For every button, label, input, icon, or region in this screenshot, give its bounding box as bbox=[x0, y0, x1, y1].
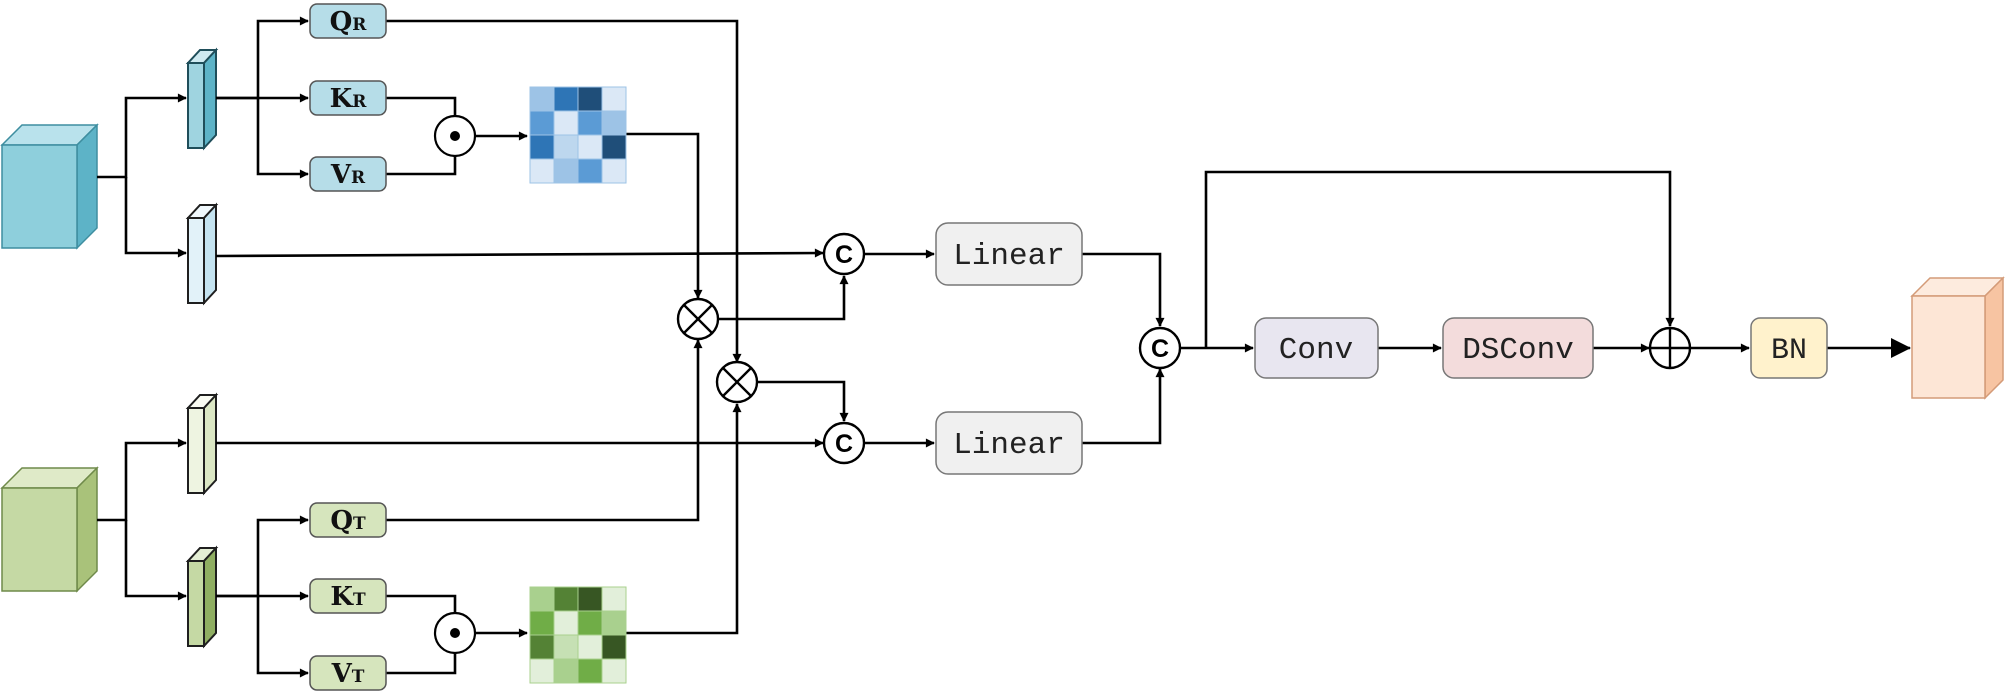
concat-operator-final: C bbox=[1138, 326, 1182, 370]
svg-text:DSConv: DSConv bbox=[1462, 333, 1574, 368]
svg-text:QR: QR bbox=[330, 7, 368, 37]
multiply-operator-2 bbox=[715, 360, 759, 404]
thermal-feature-slab-bottom bbox=[185, 545, 219, 649]
svg-text:Linear: Linear bbox=[953, 239, 1065, 274]
thermal-map-cell bbox=[577, 610, 603, 636]
rgb-map-cell bbox=[529, 110, 555, 136]
thermal-map-cell bbox=[553, 658, 579, 684]
thermal-map-cell bbox=[577, 634, 603, 660]
rgb-map-cell bbox=[529, 158, 555, 184]
rgb-input-cube bbox=[0, 123, 99, 250]
dot-product-operator-thermal bbox=[433, 611, 477, 655]
thermal-map-cell bbox=[601, 634, 627, 660]
conv-block: Conv bbox=[1254, 317, 1379, 379]
svg-text:KR: KR bbox=[330, 84, 368, 114]
rgb-map-cell bbox=[553, 134, 579, 160]
thermal-map-cell bbox=[553, 634, 579, 660]
dot-product-operator-rgb bbox=[433, 114, 477, 158]
thermal-feature-slab-top bbox=[185, 392, 219, 496]
concat-operator-top: C bbox=[822, 232, 866, 276]
thermal-map-cell bbox=[529, 610, 555, 636]
svg-text:BN: BN bbox=[1771, 334, 1807, 368]
thermal-map-cell bbox=[577, 586, 603, 612]
rgb-map-cell bbox=[601, 158, 627, 184]
svg-text:C: C bbox=[835, 430, 853, 458]
k-t-block: KT bbox=[309, 578, 387, 614]
multiply-operator-1 bbox=[676, 297, 720, 341]
rgb-map-cell bbox=[577, 86, 603, 112]
svg-text:VR: VR bbox=[330, 160, 366, 190]
concat-operator-bottom: C bbox=[822, 421, 866, 465]
thermal-map-cell bbox=[601, 610, 627, 636]
svg-text:Conv: Conv bbox=[1279, 333, 1353, 368]
svg-text:C: C bbox=[1151, 335, 1169, 363]
rgb-feature-slab-top bbox=[185, 47, 219, 151]
thermal-map-cell bbox=[577, 658, 603, 684]
k-r-block: KR bbox=[309, 80, 387, 116]
rgb-attention-map bbox=[529, 86, 627, 184]
rgb-map-cell bbox=[601, 110, 627, 136]
svg-text:QT: QT bbox=[330, 506, 366, 536]
rgb-map-cell bbox=[529, 134, 555, 160]
thermal-map-cell bbox=[553, 586, 579, 612]
rgb-map-cell bbox=[553, 158, 579, 184]
svg-text:Linear: Linear bbox=[953, 428, 1065, 463]
thermal-attention-map bbox=[529, 586, 627, 684]
thermal-map-cell bbox=[529, 586, 555, 612]
q-r-block: QR bbox=[309, 3, 387, 39]
thermal-map-cell bbox=[553, 610, 579, 636]
rgb-map-cell bbox=[553, 86, 579, 112]
rgb-map-cell bbox=[577, 134, 603, 160]
q-t-block: QT bbox=[309, 502, 387, 538]
rgb-map-cell bbox=[601, 86, 627, 112]
rgb-map-cell bbox=[529, 86, 555, 112]
rgb-map-cell bbox=[553, 110, 579, 136]
thermal-map-cell bbox=[529, 658, 555, 684]
rgb-map-cell bbox=[577, 158, 603, 184]
bn-block: BN bbox=[1750, 317, 1828, 379]
linear-block-bottom: Linear bbox=[935, 411, 1083, 475]
thermal-input-cube bbox=[0, 466, 99, 593]
rgb-map-cell bbox=[601, 134, 627, 160]
rgb-map-cell bbox=[577, 110, 603, 136]
thermal-map-cell bbox=[529, 634, 555, 660]
v-t-block: VT bbox=[309, 655, 387, 691]
rgb-feature-slab-bottom bbox=[185, 202, 219, 306]
svg-text:KT: KT bbox=[330, 582, 366, 612]
svg-text:C: C bbox=[835, 241, 853, 269]
thermal-map-cell bbox=[601, 658, 627, 684]
linear-block-top: Linear bbox=[935, 222, 1083, 286]
v-r-block: VR bbox=[309, 156, 387, 192]
add-operator bbox=[1648, 326, 1692, 370]
connection-wires bbox=[97, 16, 1911, 678]
svg-text:VT: VT bbox=[331, 659, 365, 689]
output-cube bbox=[1910, 276, 2005, 400]
thermal-map-cell bbox=[601, 586, 627, 612]
dsconv-block: DSConv bbox=[1442, 317, 1594, 379]
